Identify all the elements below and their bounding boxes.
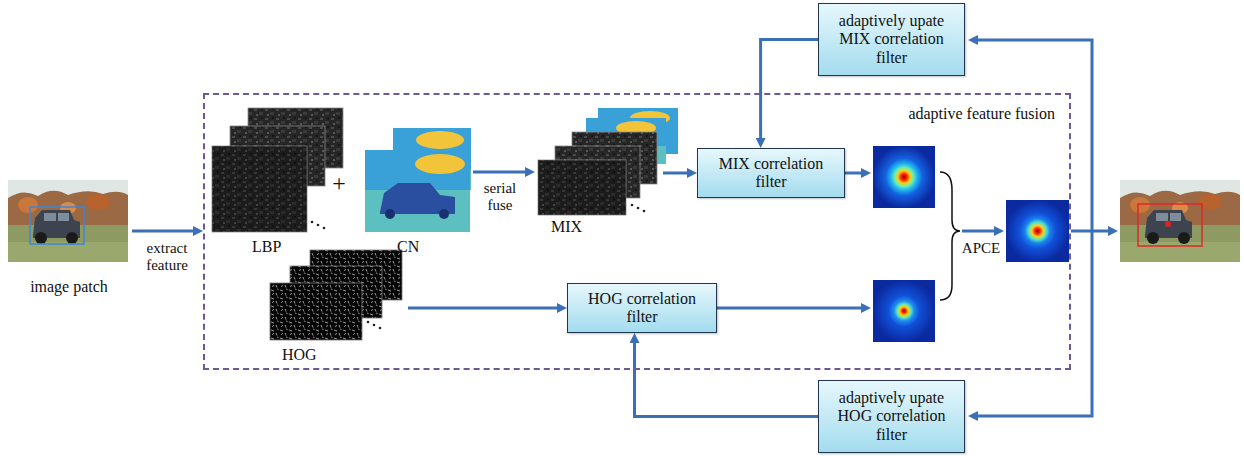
node-text: MIX correlation filter [704, 155, 838, 192]
input-image [66, 232, 78, 244]
operator-symbol: + [326, 170, 352, 198]
node-text: adaptive feature fusion [908, 105, 1055, 123]
flow-arrow [635, 338, 819, 417]
lbp-feature-maps [212, 146, 307, 232]
cn-feature-maps [365, 128, 471, 232]
mix-feature-maps [643, 210, 646, 213]
node-text: LBP [252, 238, 281, 256]
output-image [1170, 213, 1181, 221]
input-image [30, 207, 84, 244]
output-image [1178, 232, 1190, 244]
response-map [873, 146, 935, 208]
hog-feature-maps [373, 324, 376, 327]
brace [940, 172, 960, 300]
flow-arrow [717, 307, 866, 310]
flow-arrow [845, 172, 866, 175]
flow-arrow [717, 40, 1113, 416]
mix-feature-maps [538, 108, 678, 215]
brace [940, 172, 960, 300]
node-text: MIX [551, 218, 582, 236]
flow-arrow [973, 231, 1092, 416]
flow-arrow [132, 230, 198, 233]
mix-feature-maps [637, 207, 640, 210]
cn-feature-maps [365, 150, 470, 232]
cn-feature-maps [415, 154, 465, 174]
lbp-feature-maps [323, 227, 326, 230]
lbp-feature-maps [212, 108, 343, 232]
hog-feature-maps [367, 321, 370, 324]
mix-feature-maps [538, 160, 626, 215]
response-map [1006, 200, 1069, 262]
input-image [8, 180, 128, 262]
node-text: HOG correlation filter [574, 290, 710, 327]
input-image [8, 180, 128, 262]
lbp-feature-maps [212, 146, 307, 232]
hog-feature-maps [270, 283, 362, 340]
update-box: adaptively upate HOG correlation filter [818, 380, 965, 453]
node-text: adaptively upate MIX correlation filter [825, 12, 958, 67]
output-image [1120, 180, 1240, 262]
mix-feature-maps [538, 160, 626, 215]
output-image [1120, 180, 1240, 262]
node-text: HOG [282, 346, 317, 364]
hog-feature-maps [379, 327, 382, 330]
flow-arrow [973, 40, 1092, 231]
output-image [1130, 197, 1150, 213]
feature-map: CN [365, 126, 473, 256]
fusion-label: APCE [958, 240, 1004, 257]
lbp-feature-maps [311, 221, 314, 224]
input-image [8, 242, 128, 262]
lbp-feature-maps [317, 224, 320, 227]
input-image [18, 197, 38, 213]
node-text: CN [397, 238, 419, 256]
edge-label: serial fuse [474, 180, 526, 215]
response-map [873, 280, 935, 342]
input-image [58, 213, 69, 221]
output-image [1165, 221, 1171, 227]
hog-feature-maps [270, 250, 402, 340]
input-image [35, 232, 47, 244]
output-image [1147, 232, 1159, 244]
response-map [873, 146, 1069, 342]
filter-box: HOG correlation filter [567, 283, 717, 333]
flow-arrow [473, 171, 530, 174]
update-box: adaptively upate MIX correlation filter [818, 3, 965, 76]
cn-feature-maps [385, 209, 395, 219]
node-text: adaptively upate HOG correlation filter [825, 389, 958, 444]
output-image [1138, 204, 1202, 246]
fusion-region: adaptive feature fusionLBP CN MIX MIX corre… [203, 93, 1071, 370]
node-text: image patch [30, 278, 108, 296]
flow-arrow [663, 172, 692, 175]
cn-feature-maps [416, 131, 464, 149]
feature-stack: HOG [266, 248, 408, 366]
input-image [44, 213, 56, 221]
flow-arrow [408, 307, 562, 310]
mix-feature-maps [631, 204, 634, 207]
filter-box: MIX correlation filter [697, 148, 845, 198]
feature-stack: MIX [535, 106, 663, 236]
input-image [86, 194, 110, 210]
edge-label: extract feature [134, 240, 200, 275]
input-image [8, 191, 128, 225]
flow-arrow [962, 230, 999, 233]
output-image [1156, 213, 1168, 221]
image-patch: image patch [6, 176, 132, 298]
cn-feature-maps [439, 209, 449, 219]
flow-arrow [761, 40, 818, 144]
